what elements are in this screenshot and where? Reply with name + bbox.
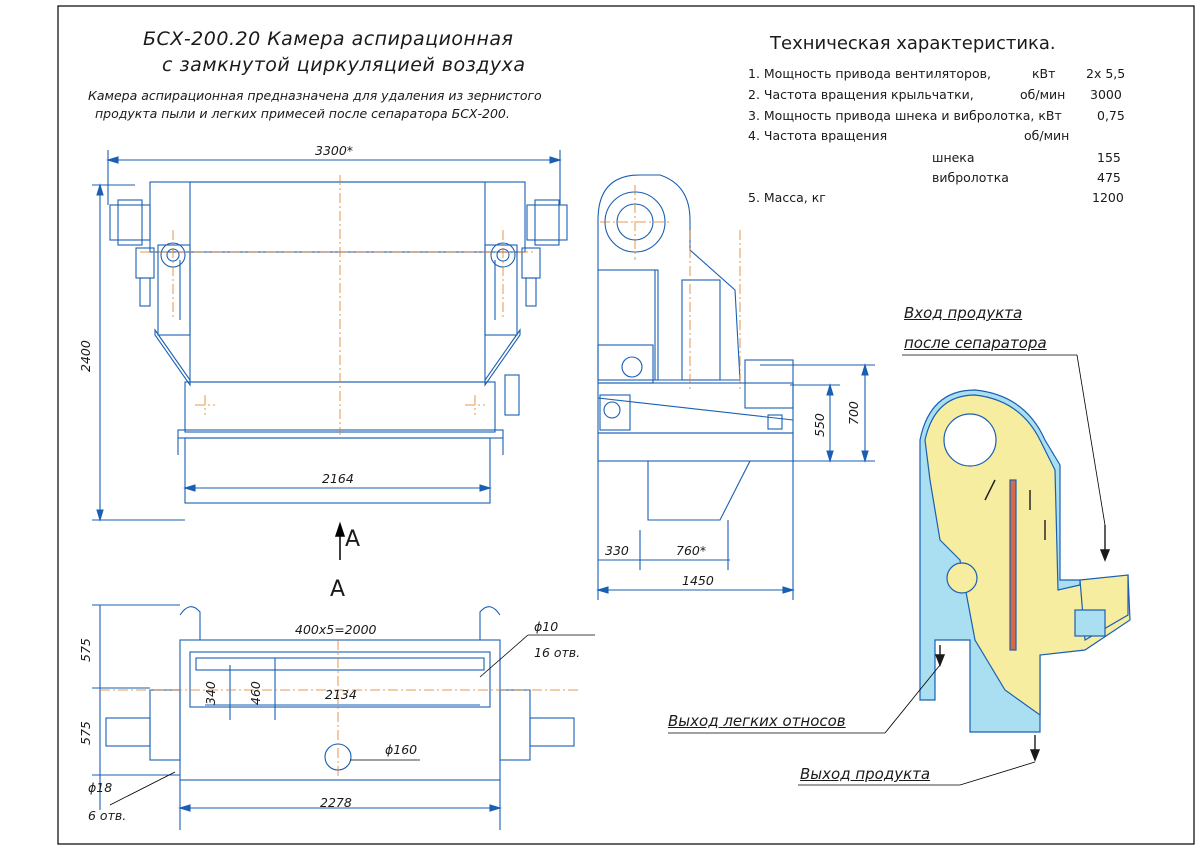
flow-light-out-label: Выход легких относов — [668, 712, 846, 730]
spec-row-unit: об/мин — [1024, 128, 1070, 143]
dim-side-w1: 330 — [605, 543, 629, 558]
flow-product-out-label: Выход продукта — [800, 765, 931, 783]
dim-side-h2: 700 — [846, 401, 861, 425]
dim-plan-bolt: ϕ18 — [88, 780, 113, 795]
plan-view-leaders — [109, 634, 595, 806]
spec-row-label: 3. Мощность привода шнека и вибролотка, … — [748, 108, 1062, 123]
view-arrow — [334, 521, 346, 560]
spec-row-value: 2х 5,5 — [1086, 66, 1126, 81]
spec-row-unit: кВт — [1032, 66, 1056, 81]
dim-side-h1: 550 — [812, 413, 827, 437]
spec-row-label: вибролотка — [932, 170, 1009, 185]
dim-plan-h2: 575 — [78, 721, 93, 745]
view-arrow-label: A — [345, 527, 361, 552]
front-view-axes — [140, 175, 535, 435]
spec-row-label: 2. Частота вращения крыльчатки, — [748, 87, 974, 102]
spec-row-value: 155 — [1097, 150, 1121, 165]
side-view-axes — [600, 185, 741, 390]
flow-input-label-line1: Вход продукта — [904, 304, 1023, 322]
plan-view-label: A — [330, 577, 346, 602]
spec-row-value: 475 — [1097, 170, 1121, 185]
dim-side-w2: 760* — [676, 543, 707, 558]
dim-front-width: 3300* — [315, 143, 354, 158]
flow-input-label-line2: после сепаратора — [904, 334, 1047, 352]
dim-plan-inner-h1: 340 — [203, 681, 218, 705]
spec-row-value: 0,75 — [1097, 108, 1125, 123]
spec-row-unit: об/мин — [1020, 87, 1066, 102]
dim-plan-h1: 575 — [78, 638, 93, 662]
dim-plan-slots: 400х5=2000 — [295, 622, 377, 637]
flow-arrows — [934, 479, 1111, 762]
dim-plan-hole-count: 16 отв. — [534, 645, 581, 660]
dim-plan-inner-h2: 460 — [248, 681, 263, 705]
spec-row-label: шнека — [932, 150, 975, 165]
description-line2: продукта пыли и легких примесей после се… — [95, 106, 510, 121]
plan-view-axes — [100, 640, 580, 780]
spec-row-label: 4. Частота вращения — [748, 128, 888, 143]
description-line1: Камера аспирационная предназначена для у… — [88, 88, 542, 103]
spec-row-value: 3000 — [1090, 87, 1122, 102]
dim-plan-bolt-count: 6 отв. — [88, 808, 127, 823]
dim-plan-total-w: 2278 — [320, 795, 352, 810]
dim-plan-circle: ϕ160 — [385, 742, 418, 757]
dim-front-inner: 2164 — [322, 471, 354, 486]
spec-row-label: 1. Мощность привода вентиляторов, — [748, 66, 991, 81]
dim-front-height: 2400 — [78, 340, 93, 372]
drawing-title-line2: с замкнутой циркуляцией воздуха — [162, 54, 526, 76]
dim-plan-inner-w: 2134 — [325, 687, 357, 702]
flow-leaders — [668, 354, 1106, 786]
flow-diagram — [919, 389, 1131, 733]
dim-plan-hole: ϕ10 — [534, 619, 559, 634]
side-view — [596, 174, 875, 600]
dim-side-total: 1450 — [682, 573, 714, 588]
spec-heading: Техническая характеристика. — [770, 33, 1056, 54]
sheet-border — [57, 5, 1195, 845]
spec-row-label: 5. Масса, кг — [748, 190, 826, 205]
drawing-title-line1: БСХ-200.20 Камера аспирационная — [143, 28, 514, 50]
spec-row-value: 1200 — [1092, 190, 1124, 205]
front-view — [92, 150, 568, 522]
